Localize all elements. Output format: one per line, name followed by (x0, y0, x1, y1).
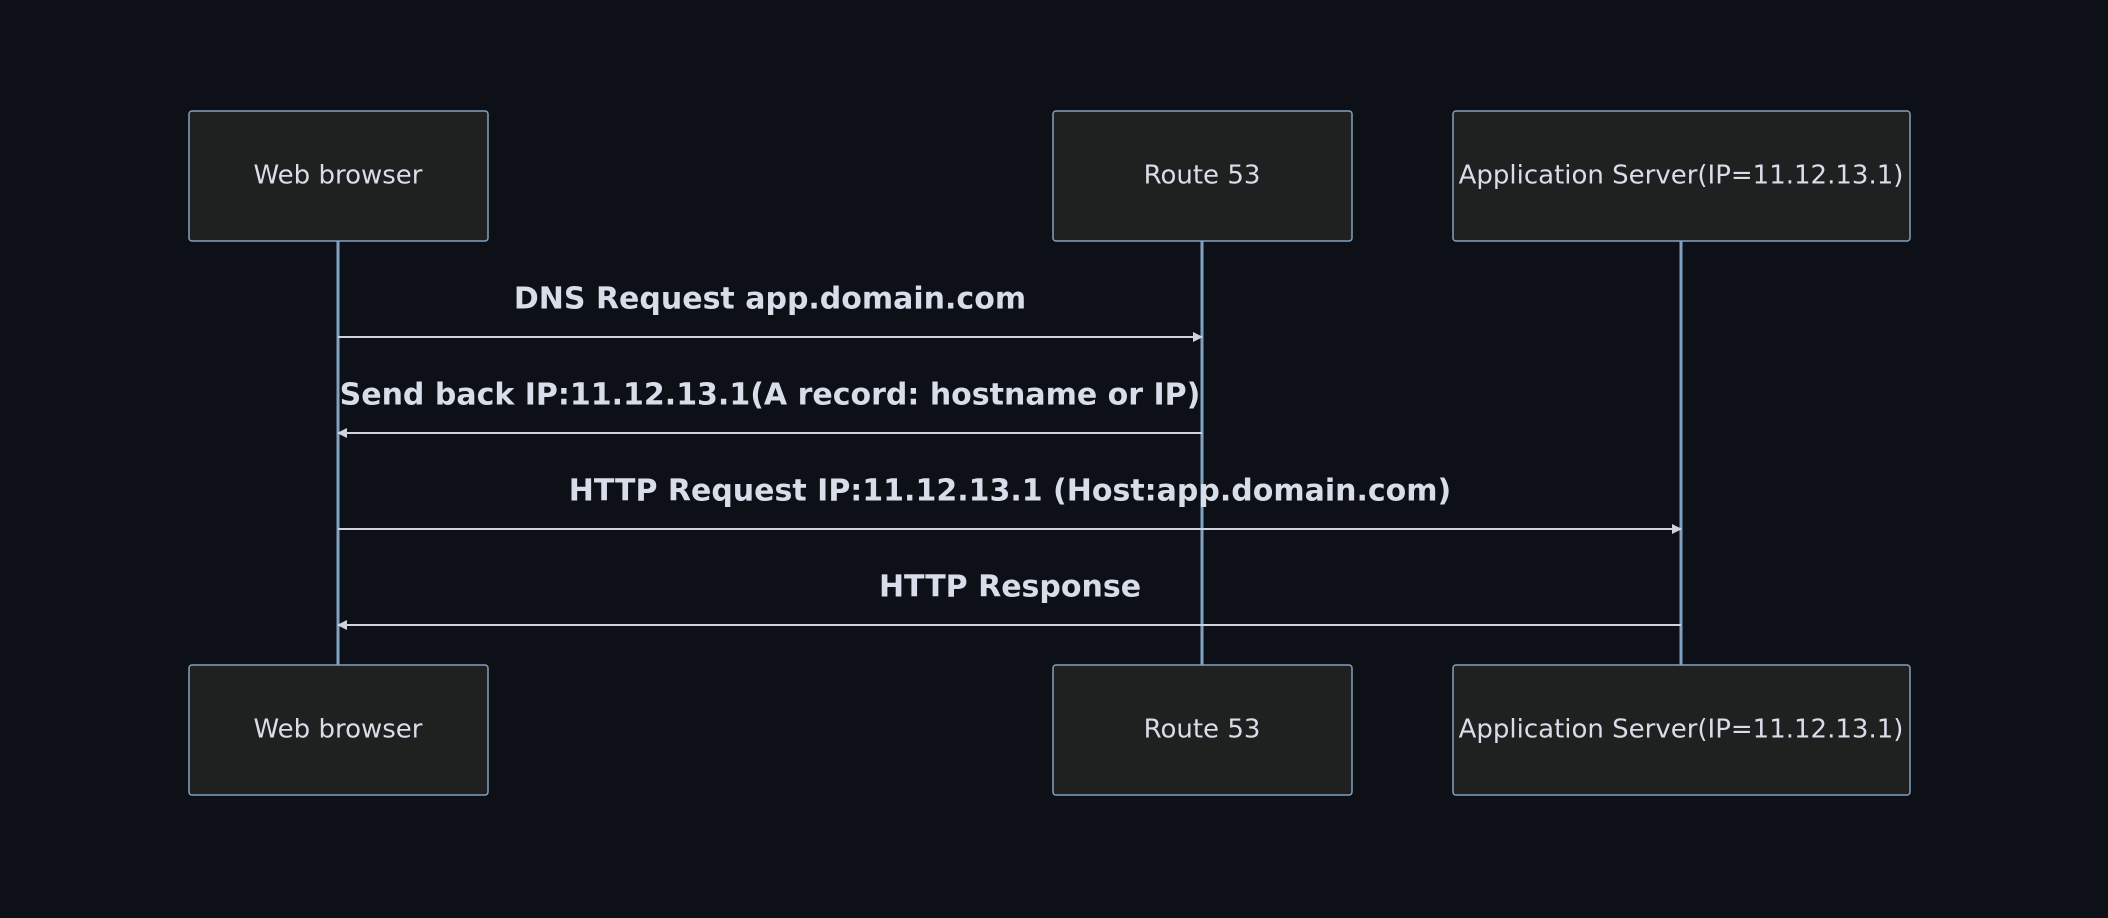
actor-label: Application Server(IP=11.12.13.1) (1459, 161, 1904, 191)
actor-label: Route 53 (1144, 715, 1261, 745)
message-http-response: HTTP Response (337, 570, 1681, 630)
message-label: Send back IP:11.12.13.1(A record: hostna… (340, 378, 1201, 413)
message-label: DNS Request app.domain.com (514, 282, 1026, 317)
actor-route-53-top: Route 53 (1052, 110, 1353, 242)
message-send-back-ip: Send back IP:11.12.13.1(A record: hostna… (337, 378, 1202, 438)
actor-label: Application Server(IP=11.12.13.1) (1459, 715, 1904, 745)
message-dns-request: DNS Request app.domain.com (338, 282, 1203, 342)
actor-application-server-top: Application Server(IP=11.12.13.1) (1452, 110, 1911, 242)
actor-application-server-bottom: Application Server(IP=11.12.13.1) (1452, 664, 1911, 796)
actor-label: Route 53 (1144, 161, 1261, 191)
actor-web-browser-bottom: Web browser (188, 664, 489, 796)
actor-label: Web browser (254, 161, 423, 191)
message-http-request: HTTP Request IP:11.12.13.1 (Host:app.dom… (338, 474, 1682, 534)
actor-route-53-bottom: Route 53 (1052, 664, 1353, 796)
message-label: HTTP Response (879, 570, 1141, 605)
actor-label: Web browser (254, 715, 423, 745)
actor-web-browser-top: Web browser (188, 110, 489, 242)
message-label: HTTP Request IP:11.12.13.1 (Host:app.dom… (569, 474, 1452, 509)
